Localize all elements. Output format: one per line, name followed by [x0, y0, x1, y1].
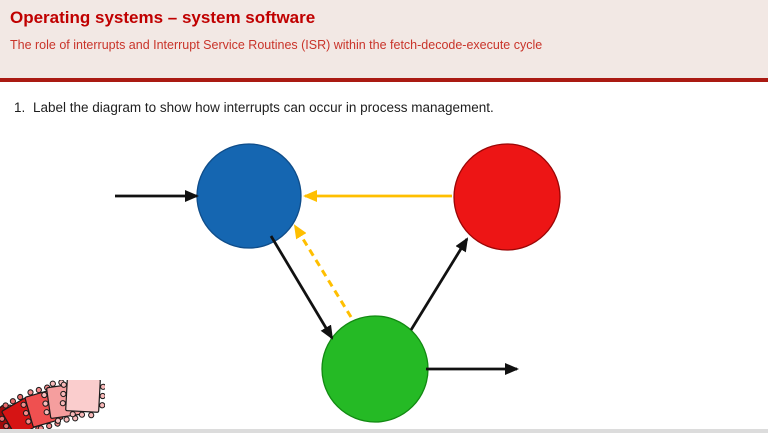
arrow-green-to-red: [409, 237, 469, 331]
blue-state-circle: [196, 143, 302, 249]
question-number: 1.: [14, 100, 26, 115]
bottom-strip: [0, 429, 768, 433]
chip-icon: [59, 380, 105, 419]
slide-header: Operating systems – system software The …: [0, 0, 768, 78]
header-divider: [0, 78, 768, 82]
green-state-circle: [321, 315, 429, 423]
page-subtitle: The role of interrupts and Interrupt Ser…: [10, 38, 543, 52]
question-text: Label the diagram to show how interrupts…: [33, 100, 494, 115]
chip-cluster-logo: [0, 380, 105, 433]
red-state-circle: [453, 143, 561, 251]
arrow-green-to-blue-dashed: [293, 224, 353, 318]
question-line: 1. Label the diagram to show how interru…: [14, 100, 494, 115]
page-title: Operating systems – system software: [10, 8, 316, 27]
arrow-blue-to-green: [269, 235, 334, 340]
